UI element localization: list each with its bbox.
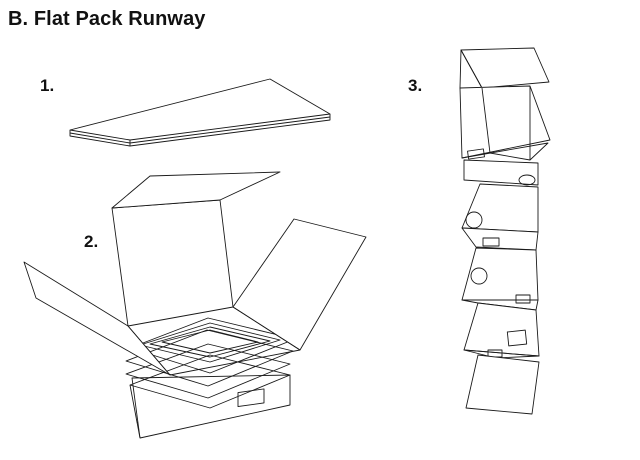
step-3-label: 3. [408,76,423,95]
step-3-runway-strip [459,47,551,415]
step-2-label: 2. [84,232,99,251]
step-1-flat-panel [69,78,331,147]
step-1-label: 1. [40,76,55,95]
step-2-unfolding-box [23,171,367,439]
diagram-title: B. Flat Pack Runway [8,8,206,30]
